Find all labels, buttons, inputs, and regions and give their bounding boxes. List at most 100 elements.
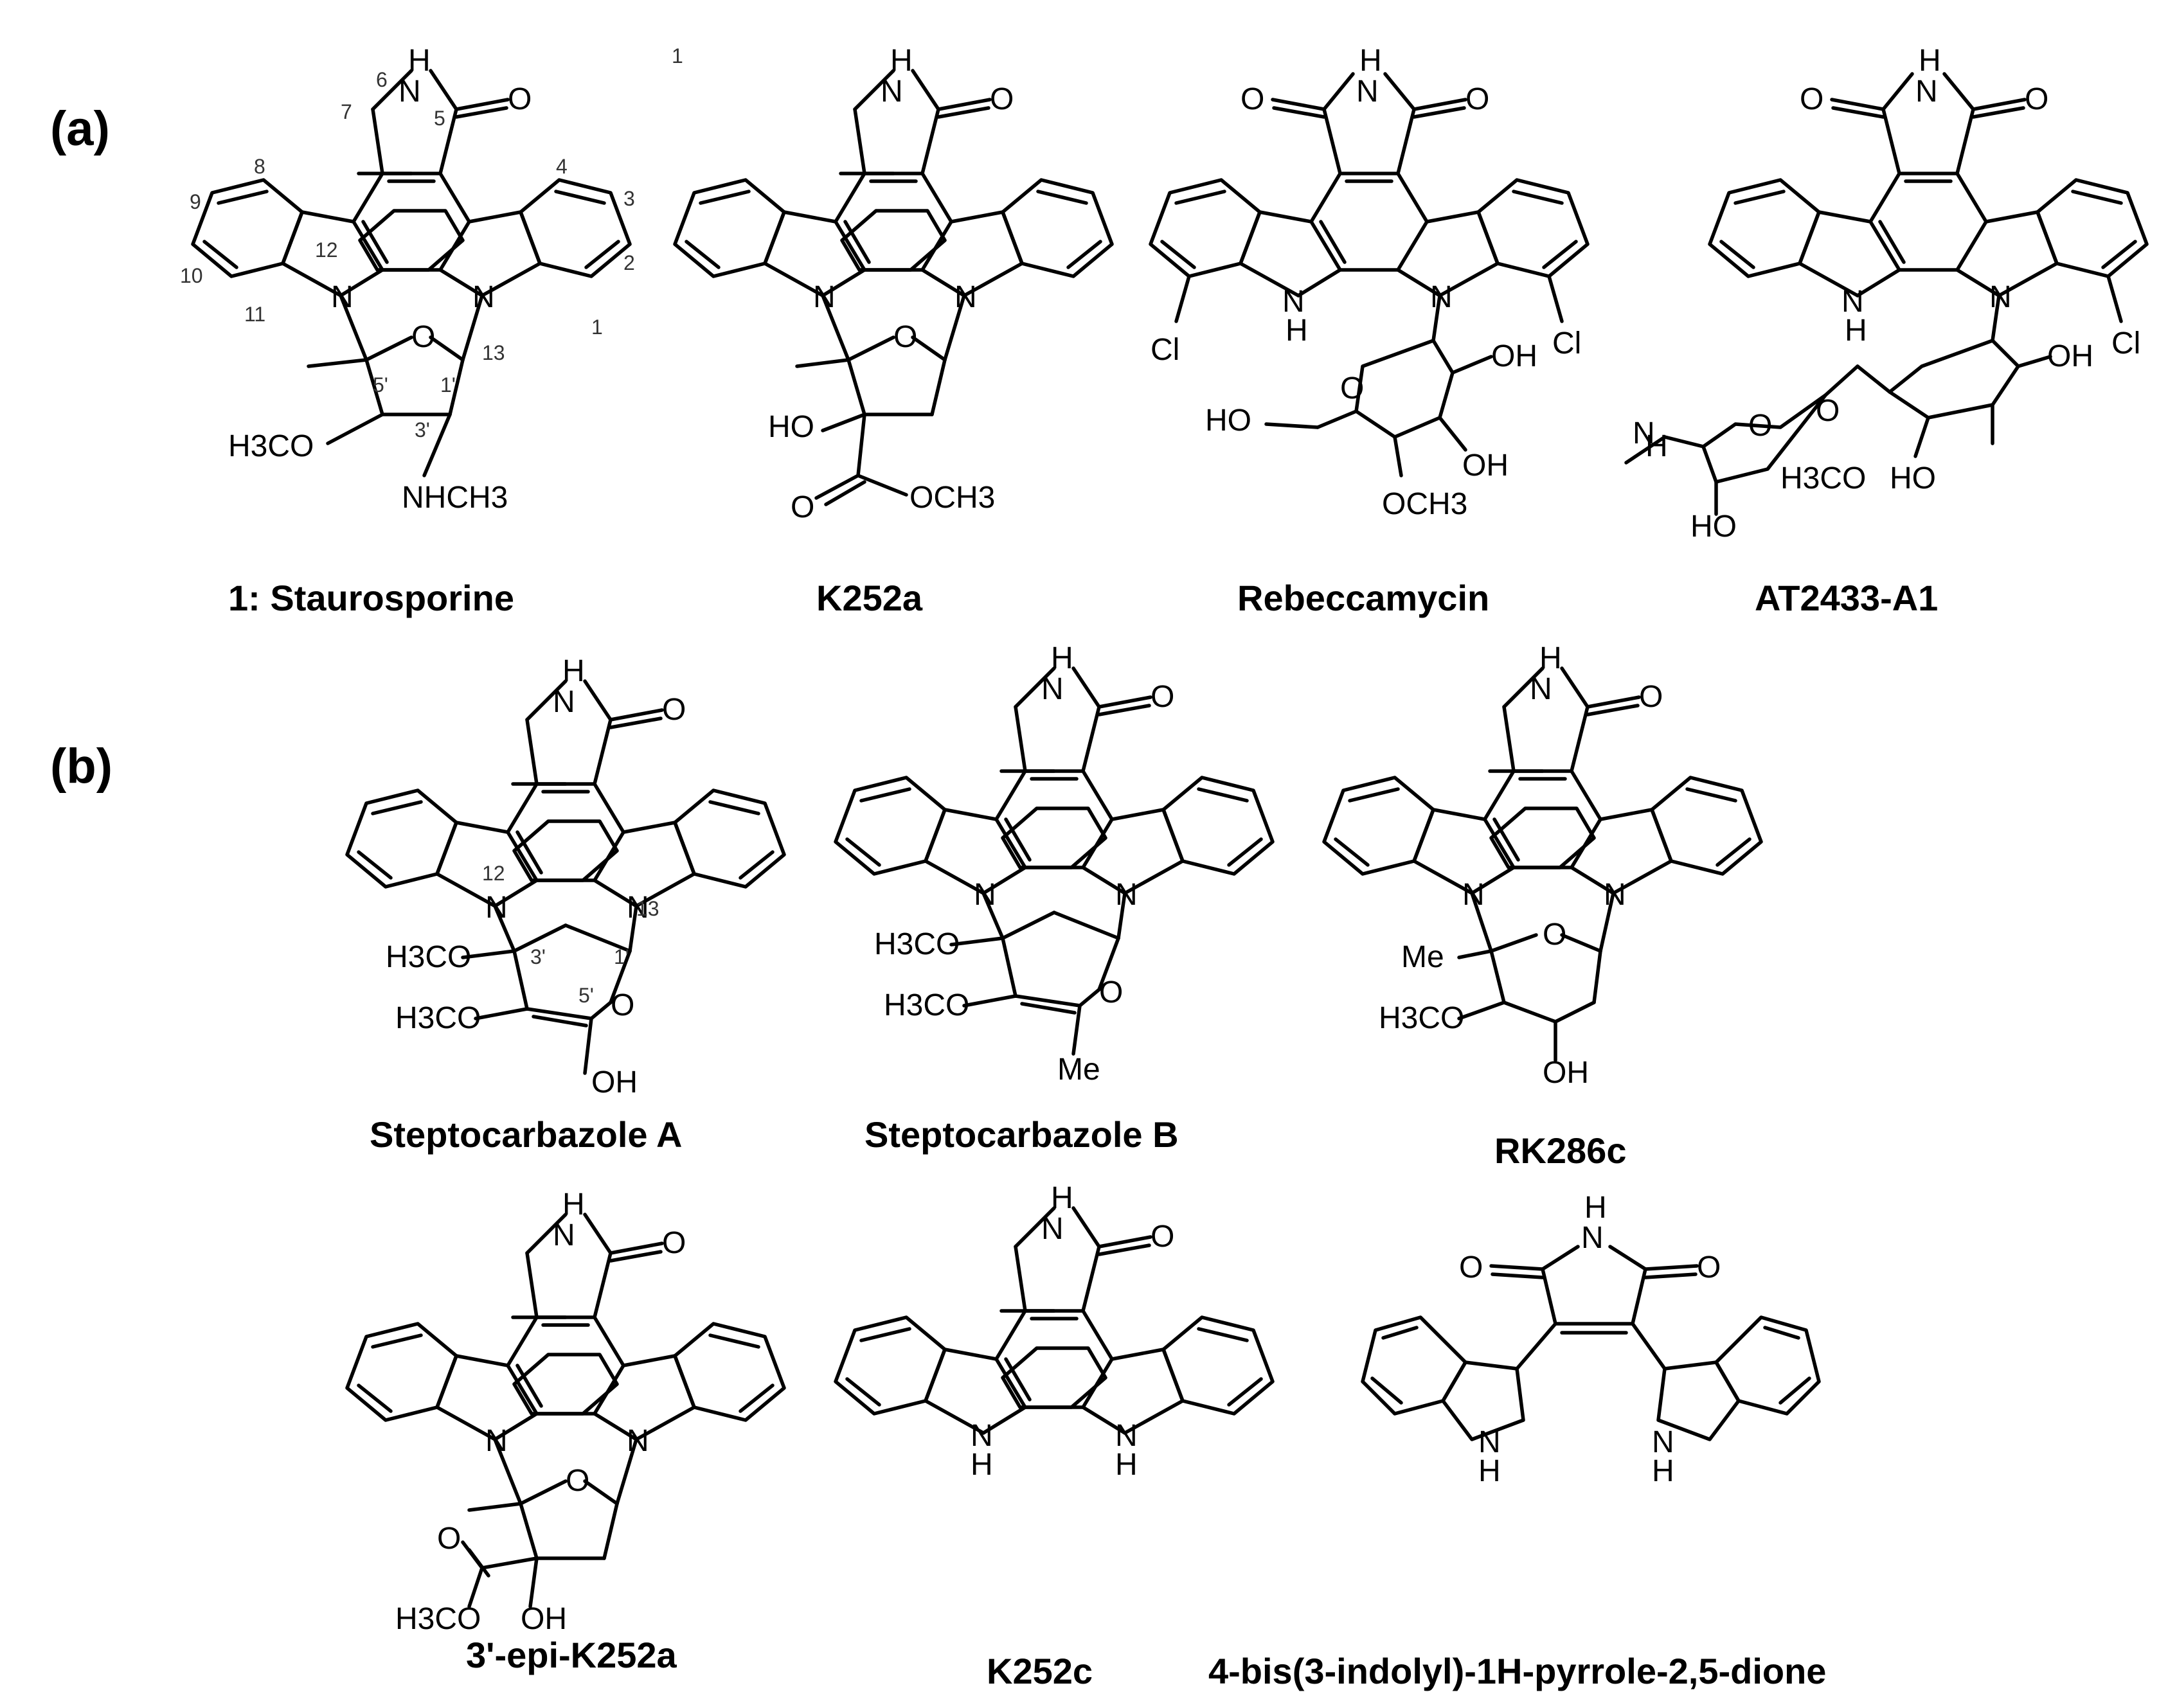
atom-och3: OCH3 [909,481,995,515]
atom-h: H [1539,641,1562,675]
panel-label-a: (a) [50,102,110,156]
atom-h: H [1359,44,1382,78]
atom-h: H [562,654,585,688]
atom-o: O [893,320,917,354]
compound-name: 1: Staurosporine [228,578,514,618]
num-5: 5 [434,107,445,130]
atom-n: N [1430,280,1453,314]
compound-name: Steptocarbazole B [864,1114,1179,1155]
num-3p: 3' [530,945,546,968]
atom-h: H [408,44,431,78]
atom-n: N [881,75,903,109]
atom-o: O [411,320,435,354]
atom-h3co: H3CO [884,988,969,1022]
atom-h3co: H3CO [874,927,960,961]
structure-k252a: H N O N N O HO O OCH3 [675,44,1112,524]
atom-n: N [627,1424,649,1458]
num-11: 11 [244,303,265,326]
atom-o: O [1800,82,1823,116]
compound-name: Steptocarbazole A [370,1114,682,1155]
num-13: 13 [636,897,659,920]
atom-n: N [1478,1425,1501,1459]
atom-n: N [1989,280,2012,314]
atom-o: O [611,988,634,1022]
atom-oh: OH [1543,1056,1589,1090]
atom-o: O [2025,82,2048,116]
atom-o: O [1340,371,1364,405]
num-12: 12 [482,862,505,885]
atom-n: N [331,280,354,314]
atom-n: N [485,1424,508,1458]
atom-cl: Cl [2111,326,2140,360]
atom-o: O [1639,680,1663,714]
atom-me: Me [1401,940,1444,974]
atom-n: N [1652,1425,1674,1459]
atom-n: N [1115,878,1138,912]
atom-n: N [1841,285,1864,319]
atom-o: O [1543,918,1566,952]
compound-name: AT2433-A1 [1755,578,1938,618]
atom-n: N [1915,75,1938,109]
num-1-c: 1 [591,316,603,339]
atom-h3co: H3CO [1780,461,1866,495]
structure-steptocarbazole-b: H N O N N O H3CO H3CO Me [836,641,1273,1087]
atom-n: N [1041,672,1064,706]
atom-o: O [1151,680,1174,714]
num-5p: 5' [578,984,594,1007]
atom-n: N [1530,672,1552,706]
compound-name: K252a [816,578,923,618]
num-6: 6 [376,68,388,91]
atom-o: O [662,693,686,727]
structure-3-epi-k252a: H N O N N O O H3CO OH [347,1188,784,1636]
atom-n: N [1115,1419,1138,1453]
atom-n: N [971,1419,993,1453]
compound-name: 4-bis(3-indolyl)-1H-pyrrole-2,5-dione [1208,1651,1826,1691]
atom-o: O [990,82,1014,116]
atom-h3co: H3CO [386,940,471,974]
atom-h: H [971,1448,993,1482]
num-10: 10 [180,264,203,287]
num-5p: 5' [373,373,388,396]
num-8: 8 [254,155,265,178]
num-1: 1 [672,44,683,67]
atom-h: H [1286,314,1308,348]
atom-h3co: H3CO [228,429,314,463]
structure-staurosporine: H N O N N O H3CO NHCH3 1 12 13 1 2 3 4 5… [180,44,683,515]
atom-h: H [1919,44,1941,78]
compound-name: K252c [987,1651,1093,1691]
atom-me: Me [1057,1053,1100,1087]
structure-at2433-a1: H N O O N H N Cl OH O O H3CO HO H N HO [1624,44,2147,544]
atom-o: O [1697,1250,1721,1285]
compound-name: RK286c [1494,1130,1626,1171]
atom-h: H [1051,1181,1073,1215]
atom-n: N [974,878,996,912]
num-13: 13 [482,341,505,364]
num-3p: 3' [415,418,430,441]
atom-n: N [472,280,495,314]
atom-h: H [890,44,913,78]
structure-steptocarbazole-a: H N O N N O H3CO H3CO OH 12 13 1' 3' 5' [347,654,784,1099]
atom-oh: OH [1491,339,1537,373]
atom-n: N [954,280,977,314]
atom-n: N [1604,878,1626,912]
atom-o: O [662,1226,686,1260]
atom-ho: HO [1690,510,1737,544]
num-4: 4 [556,155,568,178]
compound-name: Rebeccamycin [1237,578,1489,618]
atom-o: O [437,1522,461,1556]
panel-label-b: (b) [50,739,112,794]
atom-h: H [1845,314,1867,348]
atom-o: O [566,1464,589,1498]
atom-n: N [553,685,575,719]
atom-o: O [1241,82,1264,116]
structure-k252c: H N O N H N H [836,1181,1273,1482]
atom-h: H [1584,1191,1607,1225]
structure-bisindolylmaleimide: H N O O N H N H [1361,1191,1821,1488]
atom-o: O [1099,975,1123,1010]
num-9: 9 [190,190,201,213]
atom-oh: OH [2047,339,2093,373]
num-3: 3 [623,187,635,210]
atom-o: O [1459,1250,1483,1285]
structure-rebeccamycin: H N O O N H N Cl Cl O OH OH HO OCH3 [1151,44,1588,521]
